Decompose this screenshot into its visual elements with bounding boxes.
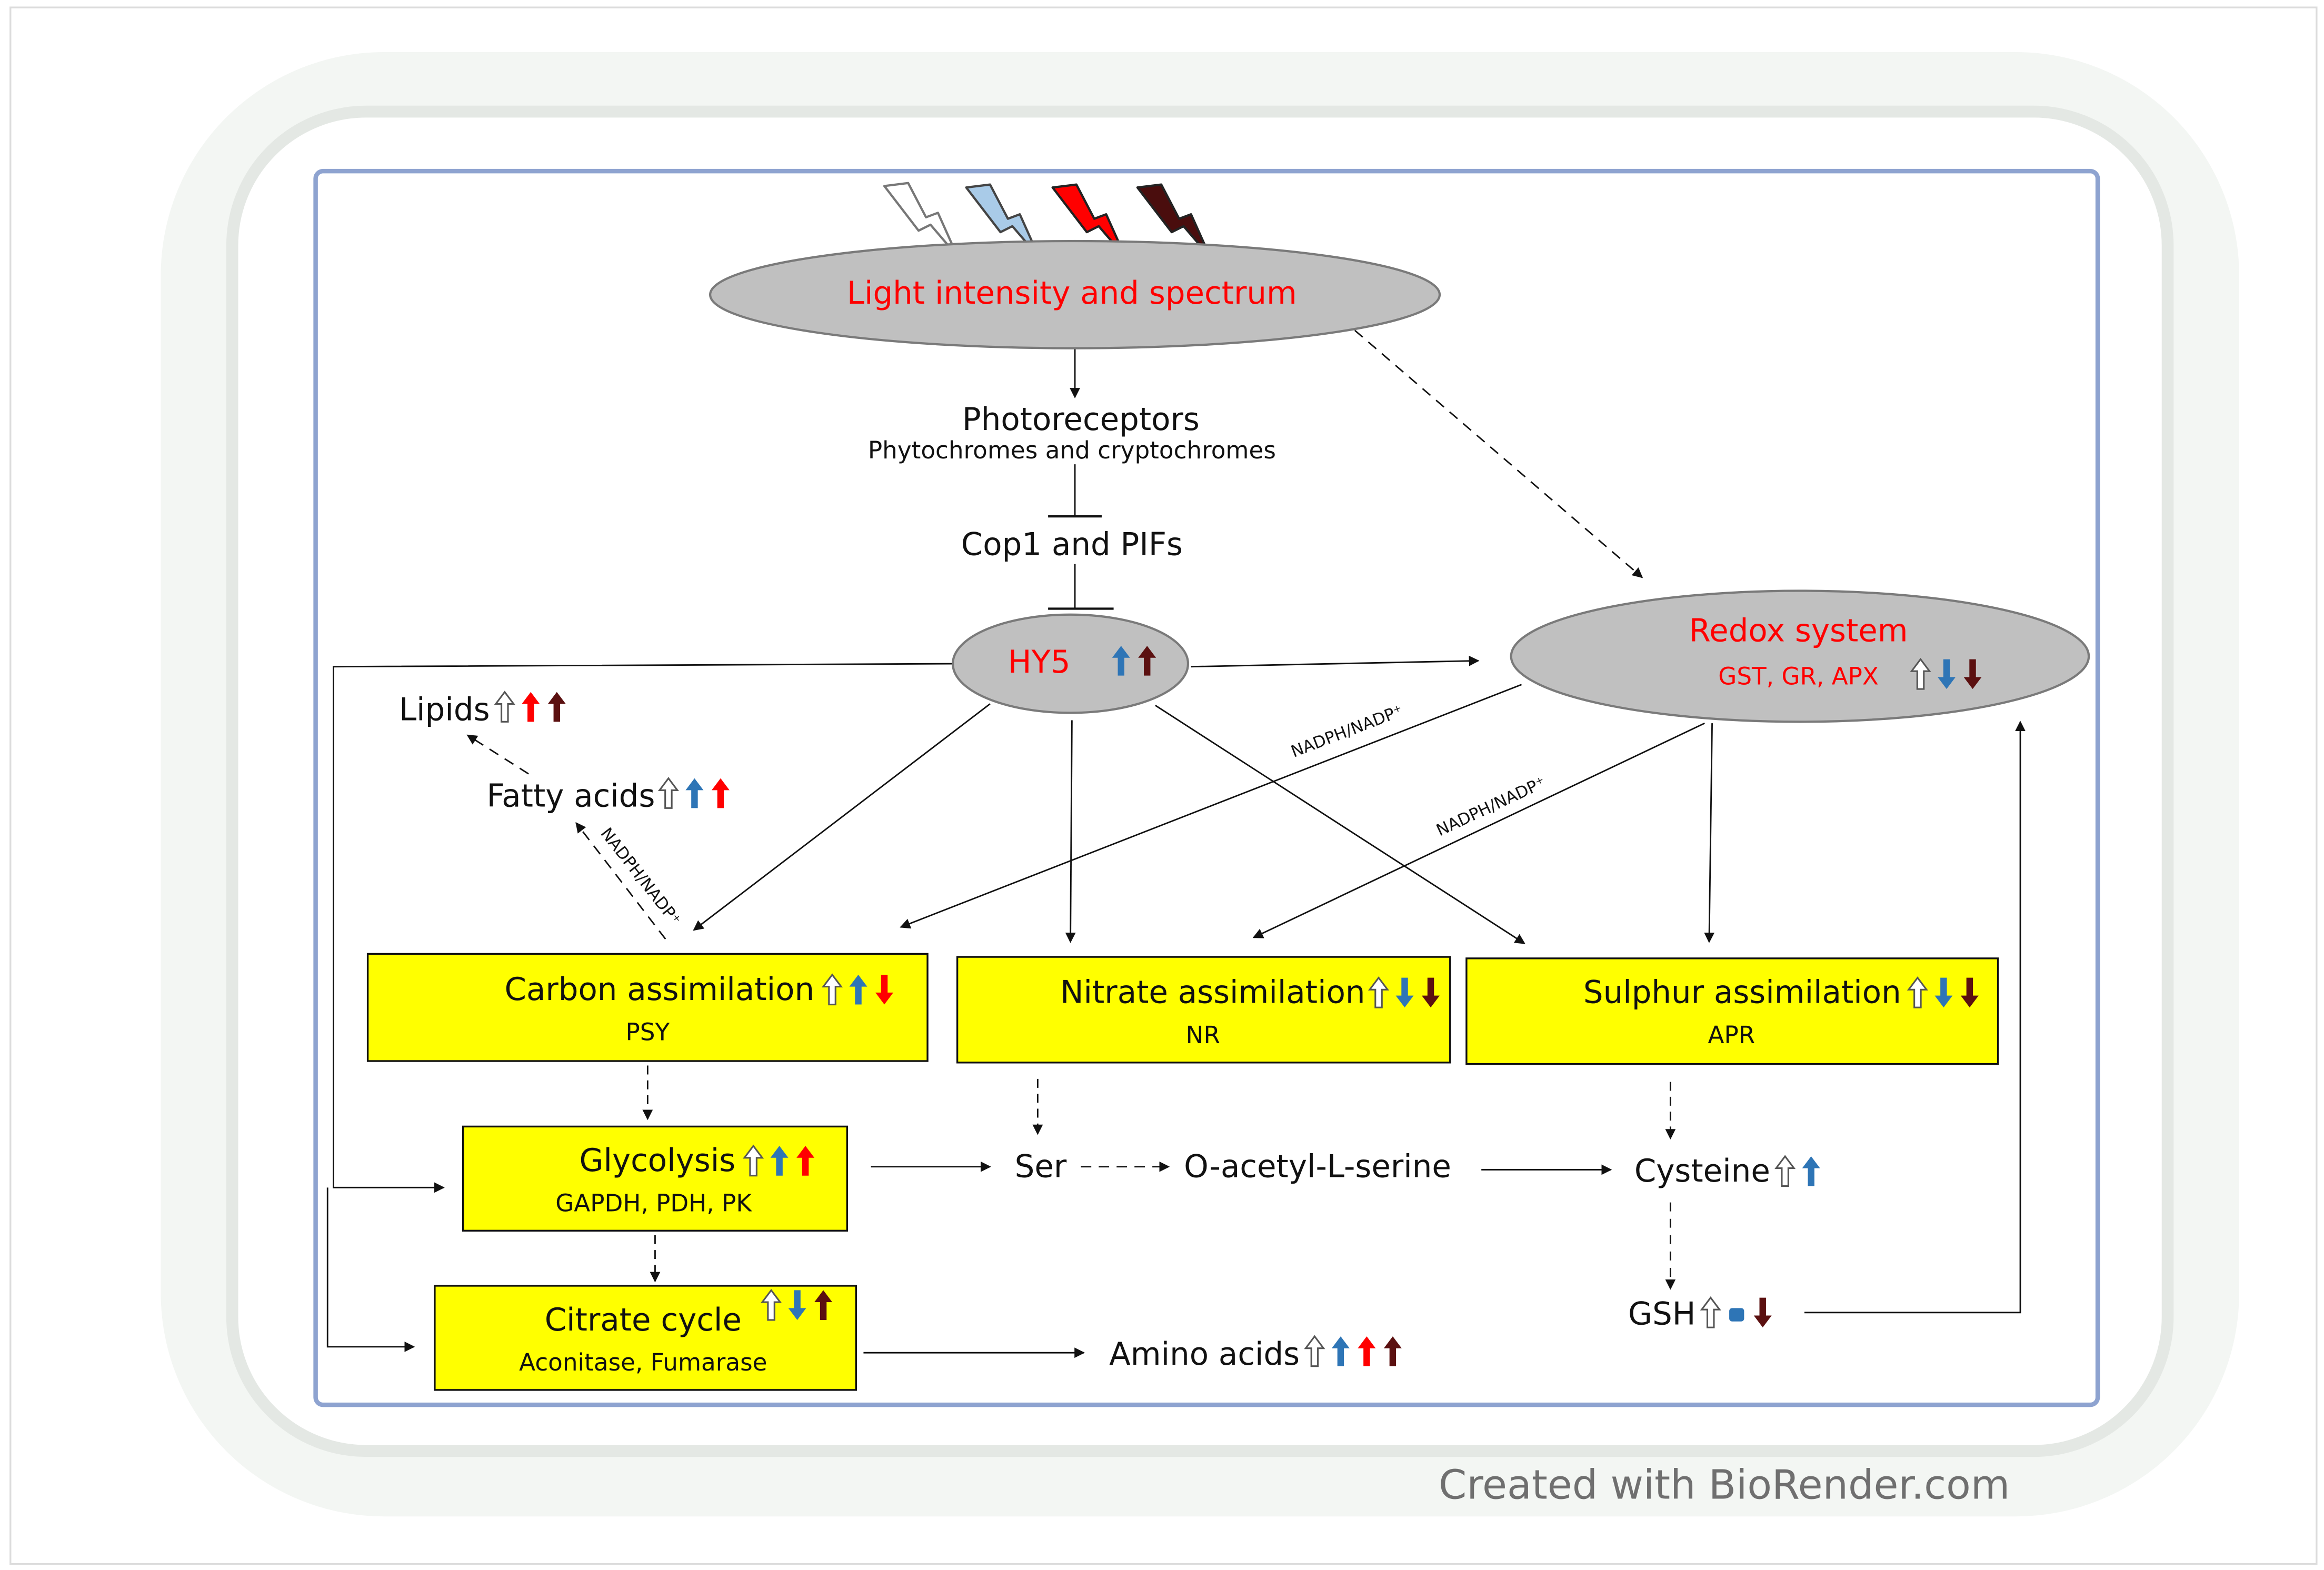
gsh-to-redox-arrow [1804,721,2026,1314]
photoreceptors-title: Photoreceptors [962,402,1200,438]
citrate-box [434,1285,857,1391]
redox-up-arrow-white-icon [1910,657,1931,690]
lightning-icons [883,182,1212,259]
citrate-enzymes: Aconitase, Fumarase [519,1348,767,1376]
redox-down-arrow-blue-icon [1938,659,1956,689]
citrate-down-arrow-blue-icon [788,1290,806,1320]
gsh-down-arrow-darkred-icon [1753,1297,1772,1328]
amino-acids-up-arrow-darkred-icon [1383,1336,1402,1366]
sulphur-down-arrow-darkred-icon [1960,977,1979,1008]
connectors [326,329,2026,1358]
light-to-redox-dashed-arrow [1354,329,1643,578]
change-indicators [494,646,1982,1367]
gsh-up-arrow-white-icon [1700,1296,1721,1328]
ser-label: Ser [1015,1149,1067,1185]
nitrate-up-arrow-white-icon [1368,976,1390,1008]
oas-label: O-acetyl-L-serine [1184,1149,1451,1185]
gsh-no-change-blue-icon [1729,1308,1744,1322]
hy5-to-glycolysis-arrow [333,663,953,1193]
redox-to-nitrate-arrow [1252,722,1705,938]
citrate-up-arrow-white-icon [760,1288,782,1321]
diagram-frame [313,168,2100,1407]
far-red-lightning-icon [1136,183,1212,259]
glycolysis-up-arrow-blue-icon [770,1146,789,1176]
lipids-up-arrow-red-icon [522,692,540,722]
carbon-down-arrow-red-icon [875,975,893,1005]
sulphur-enzymes: APR [1708,1021,1755,1049]
hy5-to-redox-arrow [1191,655,1480,668]
hy5-to-nitrate-arrow [1065,720,1076,943]
white-lightning-icon [883,182,959,257]
glycolysis-box [462,1125,849,1232]
carbon-up-arrow-blue-icon [849,975,867,1005]
carbon-to-fatty-acids-dashed-arrow [575,822,666,940]
nitrate-down-arrow-blue-icon [1395,977,1414,1008]
glycolysis-up-arrow-white-icon [743,1144,764,1177]
credit-text: Created with BioRender.com [1439,1462,2010,1508]
fatty-acids-label: Fatty acids [487,778,655,815]
sulphur-down-arrow-blue-icon [1934,977,1953,1008]
glycolysis-up-arrow-red-icon [796,1146,815,1176]
cop1-label: Cop1 and PIFs [961,527,1183,563]
hy5-to-sulphur-arrow [1155,705,1525,944]
citrate-title: Citrate cycle [545,1302,742,1338]
carbon-box [366,953,929,1062]
cysteine-label: Cysteine [1634,1153,1770,1189]
glycolysis-title: Glycolysis [580,1143,736,1179]
carbon-title: Carbon assimilation [505,972,815,1008]
light-ellipse [709,239,1441,349]
fatty-acids-up-arrow-white-icon [657,777,679,809]
sulphur-up-arrow-white-icon [1907,976,1928,1008]
blue-lightning-icon [965,183,1041,259]
nitrate-title: Nitrate assimilation [1060,975,1365,1011]
lipids-up-arrow-white-icon [494,691,515,723]
amino-acids-up-arrow-blue-icon [1331,1336,1350,1366]
hy5-ellipse [952,613,1190,714]
carbon-up-arrow-white-icon [821,973,843,1006]
light-label: Light intensity and spectrum [847,275,1297,312]
amino-acids-up-arrow-white-icon [1304,1335,1325,1367]
nitrate-enzymes: NR [1186,1021,1220,1049]
lipids-up-arrow-darkred-icon [547,692,566,722]
hy5-up-arrow-darkred-icon [1138,646,1156,676]
redox-ellipse [1510,589,2090,723]
nitrate-down-arrow-darkred-icon [1422,977,1440,1008]
cysteine-up-arrow-blue-icon [1802,1156,1820,1186]
lipids-label: Lipids [399,692,490,728]
fatty-acids-up-arrow-red-icon [711,778,730,808]
red-lightning-icon [1051,183,1127,259]
photoreceptors-subtitle: Phytochromes and cryptochromes [868,436,1276,464]
redox-to-carbon-arrow [900,684,1522,929]
redox-title: Redox system [1689,613,1908,649]
glycolysis-enzymes: GAPDH, PDH, PK [555,1189,752,1217]
gsh-label: GSH [1628,1296,1695,1332]
carbon-enzymes: PSY [625,1018,670,1046]
hy5-up-arrow-blue-icon [1112,646,1130,676]
fatty-acids-to-lipids-dashed-arrow [466,734,529,775]
cysteine-up-arrow-white-icon [1774,1155,1796,1187]
amino-acids-label: Amino acids [1109,1336,1300,1373]
fatty-acids-up-arrow-blue-icon [685,778,704,808]
sulphur-box [1465,957,1999,1065]
sulphur-title: Sulphur assimilation [1583,975,1901,1011]
redox-to-sulphur-arrow [1704,723,1715,943]
hy5-label: HY5 [1008,644,1071,681]
hy5-to-carbon-arrow [693,703,991,931]
citrate-up-arrow-darkred-icon [814,1290,833,1320]
hy5-to-citrate-arrow [326,1187,415,1352]
amino-acids-up-arrow-red-icon [1358,1336,1376,1366]
nitrate-box [956,956,1451,1064]
redox-down-arrow-darkred-icon [1963,659,1982,689]
redox-enzymes: GST, GR, APX [1718,663,1879,691]
